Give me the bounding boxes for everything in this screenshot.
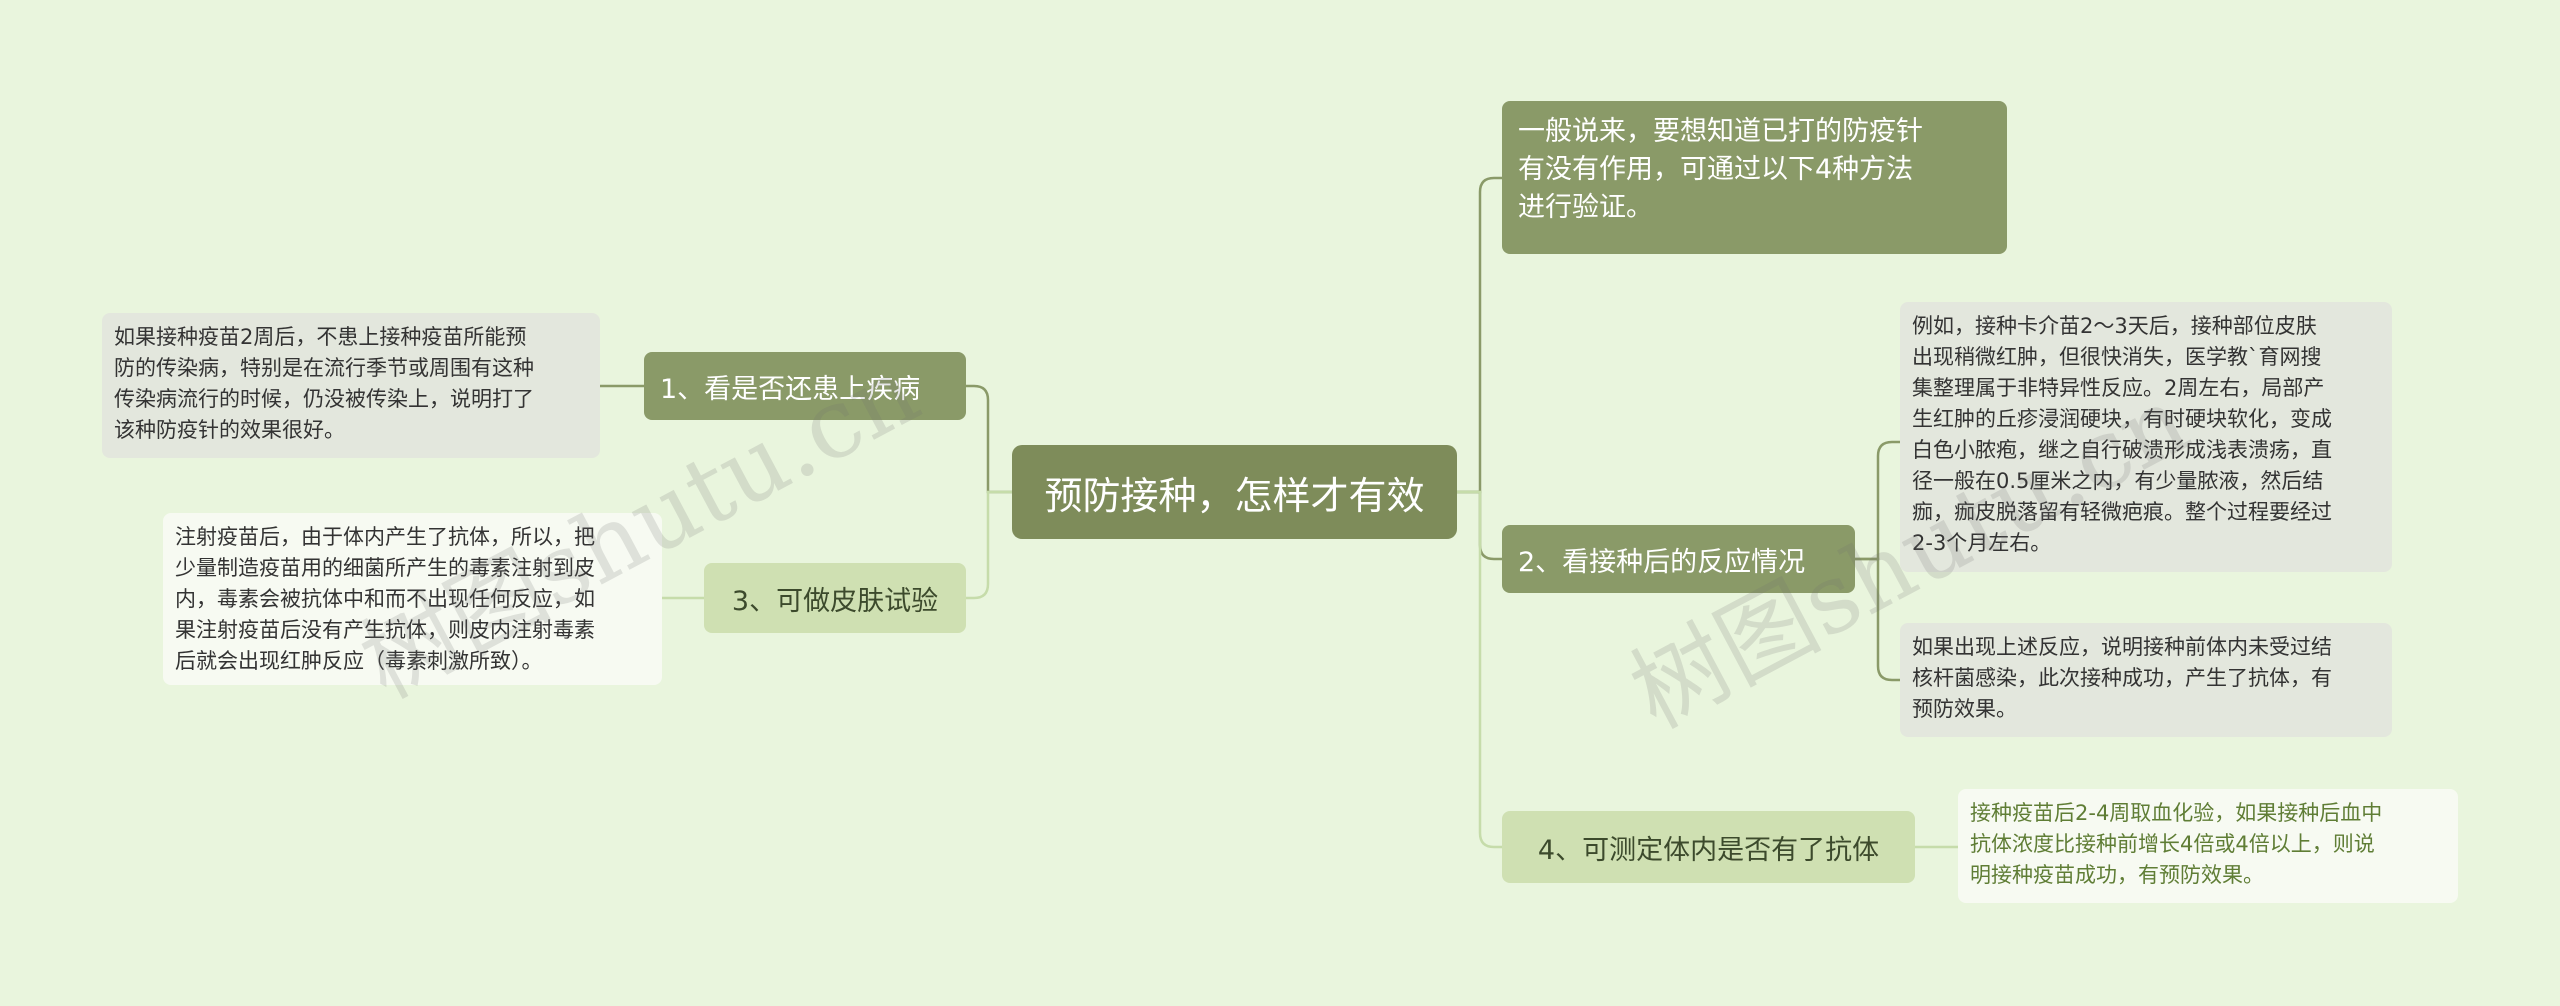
branch-topic-1[interactable]: 1、看是否还患上疾病 xyxy=(644,352,966,420)
connector-center-branch2 xyxy=(1457,490,1502,561)
branch-topic-2[interactable]: 2、看接种后的反应情况 xyxy=(1502,525,1855,593)
leaf-topic-reaction-example[interactable]: 例如，接种卡介苗2～3天后，接种部位皮肤 出现稍微红肿，但很快消失，医学教`育网… xyxy=(1900,302,2392,572)
center-topic[interactable]: 预防接种，怎样才有效 xyxy=(1012,445,1457,539)
connector-branch2-leaf4 xyxy=(1855,557,1900,682)
connector-center-branch1 xyxy=(966,384,1012,494)
leaf-topic-reaction-result[interactable]: 如果出现上述反应，说明接种前体内未受过结 核杆菌感染，此次接种成功，产生了抗体，… xyxy=(1900,623,2392,737)
connector-branch2-leaf3 xyxy=(1855,440,1900,561)
connector-center-intro xyxy=(1457,176,1502,494)
connector-center-branch4 xyxy=(1457,490,1502,849)
branch-topic-4[interactable]: 4、可测定体内是否有了抗体 xyxy=(1502,811,1915,883)
leaf-topic-antibody-test[interactable]: 接种疫苗后2-4周取血化验，如果接种后血中 抗体浓度比接种前增长4倍或4倍以上，… xyxy=(1958,789,2458,903)
leaf-topic-skin-test[interactable]: 注射疫苗后，由于体内产生了抗体，所以，把 少量制造疫苗用的细菌所产生的毒素注射到… xyxy=(163,513,662,685)
intro-topic[interactable]: 一般说来，要想知道已打的防疫针 有没有作用，可通过以下4种方法 进行验证。 xyxy=(1502,101,2007,254)
leaf-topic-disease-check[interactable]: 如果接种疫苗2周后，不患上接种疫苗所能预 防的传染病，特别是在流行季节或周围有这… xyxy=(102,313,600,458)
connector-center-branch3 xyxy=(966,490,1012,600)
branch-topic-3[interactable]: 3、可做皮肤试验 xyxy=(704,563,966,633)
